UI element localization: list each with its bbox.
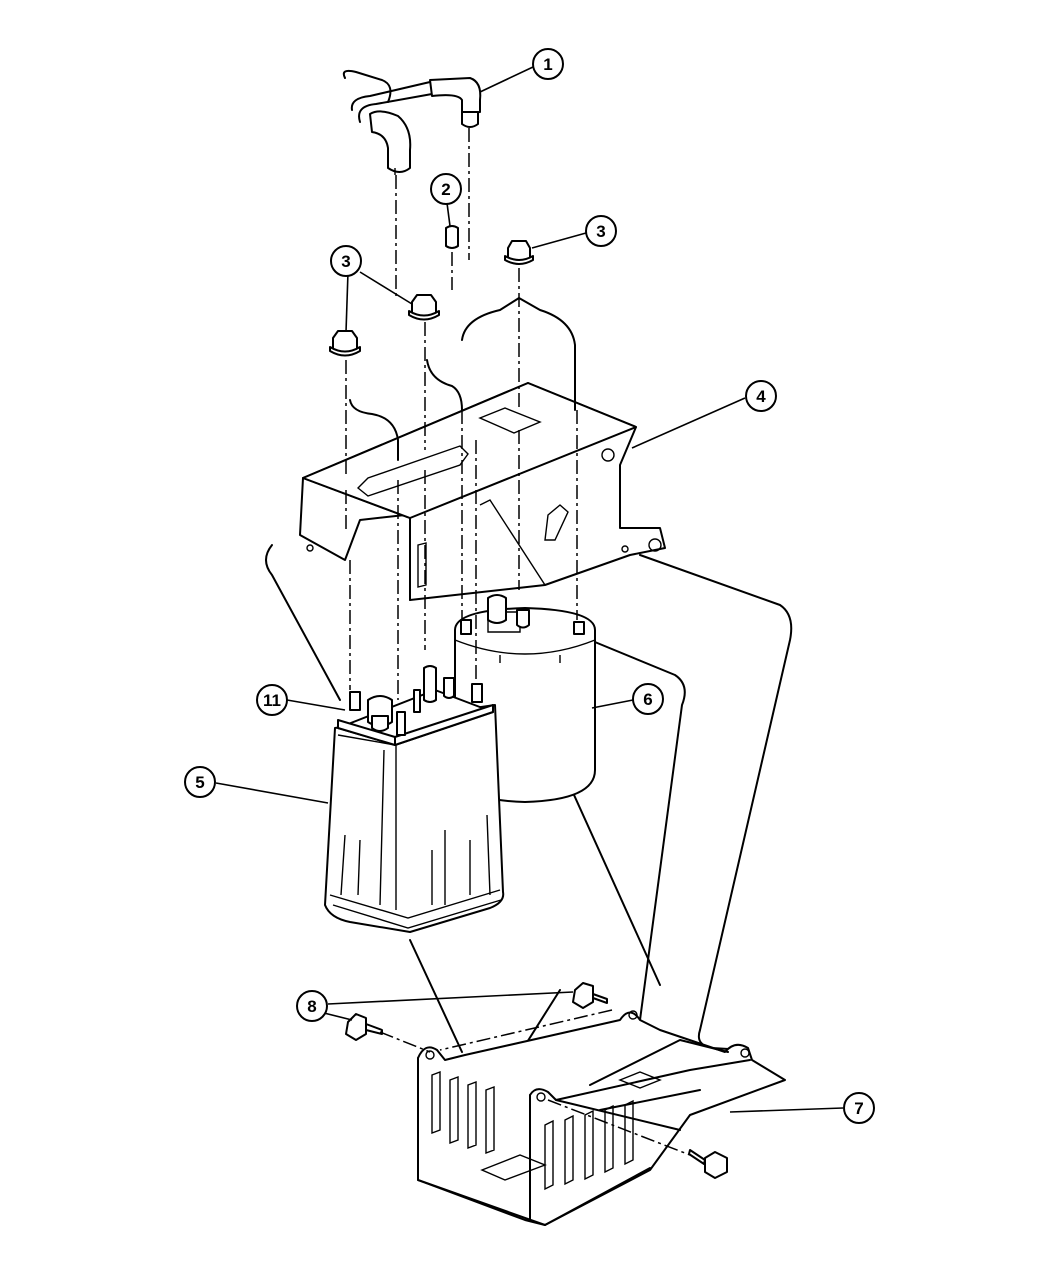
callout-1-label: 1 (543, 55, 552, 74)
spacer-2 (445, 225, 459, 249)
upper-bracket-4 (299, 382, 666, 601)
callout-8-label: 8 (307, 997, 316, 1016)
callout-6-label: 6 (643, 690, 652, 709)
callout-3-left: 3 (330, 245, 362, 277)
hose-assembly-1 (342, 69, 482, 175)
callout-5-label: 5 (195, 773, 204, 792)
callout-3-right-label: 3 (596, 222, 605, 241)
callout-11-label: 11 (263, 691, 281, 710)
callout-7-label: 7 (854, 1099, 863, 1118)
callout-8: 8 (296, 990, 328, 1022)
callout-1: 1 (532, 48, 564, 80)
callout-leaders (215, 66, 844, 1113)
canister-5 (324, 665, 505, 933)
nuts-3 (329, 240, 534, 357)
assembly-centerlines (345, 128, 691, 1156)
connector-loops (349, 297, 576, 461)
callout-3-left-label: 3 (341, 252, 350, 271)
callout-7: 7 (843, 1092, 875, 1124)
callout-3-right: 3 (585, 215, 617, 247)
callout-4-label: 4 (756, 387, 766, 406)
lower-bracket-7 (417, 1010, 786, 1226)
callout-5: 5 (184, 766, 216, 798)
callout-11: 11 (256, 684, 288, 716)
callout-6: 6 (632, 683, 664, 715)
callout-2: 2 (430, 173, 462, 205)
callout-4: 4 (745, 380, 777, 412)
callout-2-label: 2 (441, 180, 450, 199)
